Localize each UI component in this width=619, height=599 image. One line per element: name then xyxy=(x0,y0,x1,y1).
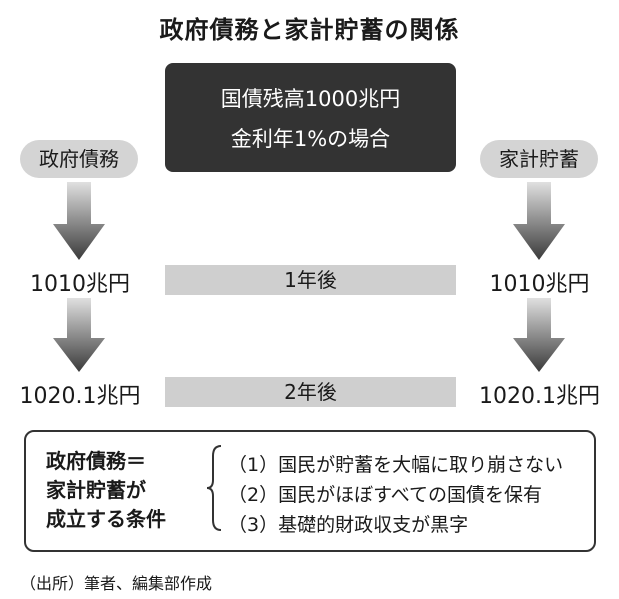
conditions-heading-line-2: 家計貯蓄が xyxy=(46,478,146,502)
condition-item-1: （1）国民が貯蓄を大幅に取り崩さない xyxy=(228,454,564,476)
source-note: （出所）筆者、編集部作成 xyxy=(20,574,213,593)
curly-brace-icon xyxy=(206,445,222,531)
left-arrow-2-icon xyxy=(53,298,105,372)
government-debt-label: 政府債務 xyxy=(20,140,138,178)
household-savings-label: 家計貯蓄 xyxy=(480,140,598,178)
step-1-band: 1年後 xyxy=(165,265,456,295)
right-arrow-1-icon xyxy=(513,182,565,260)
conditions-heading-line-1: 政府債務＝ xyxy=(46,449,146,473)
government-debt-year-2: 1020.1兆円 xyxy=(19,384,141,409)
condition-item-2: （2）国民がほぼすべての国債を保有 xyxy=(228,484,542,506)
conditions-box xyxy=(24,430,596,552)
premise-line-2: 金利年1%の場合 xyxy=(230,126,391,151)
step-2-band: 2年後 xyxy=(165,377,456,407)
condition-item-3: （3）基礎的財政収支が黒字 xyxy=(228,514,469,536)
left-arrow-1-icon xyxy=(53,182,105,260)
household-savings-year-1: 1010兆円 xyxy=(489,272,590,297)
right-arrow-2-icon xyxy=(513,298,565,372)
premise-box: 国債残高1000兆円 金利年1%の場合 xyxy=(165,63,456,172)
conditions-heading: 政府債務＝ 家計貯蓄が 成立する条件 xyxy=(46,447,166,534)
conditions-heading-line-3: 成立する条件 xyxy=(46,507,166,531)
premise-line-1: 国債残高1000兆円 xyxy=(220,86,401,111)
household-savings-year-2: 1020.1兆円 xyxy=(479,384,600,409)
government-debt-year-1: 1010兆円 xyxy=(30,272,130,297)
diagram-title: 政府債務と家計貯蓄の関係 xyxy=(159,16,460,44)
